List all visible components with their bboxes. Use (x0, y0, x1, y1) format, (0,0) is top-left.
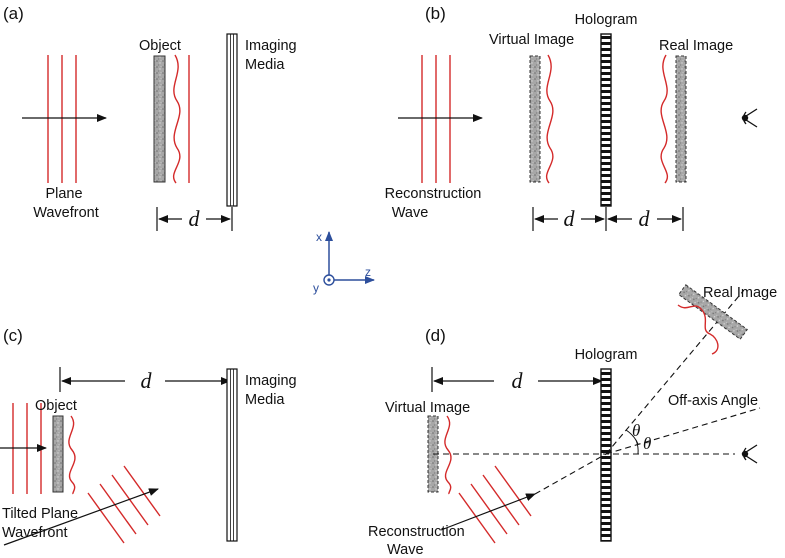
tilted-arrow (3, 488, 159, 546)
tilted-reconstruction-lines (458, 465, 532, 544)
object-wave (173, 54, 181, 184)
tilted-wavefront-lines (87, 465, 161, 544)
plane-label: Plane (45, 186, 82, 202)
distance-d-b-left: d (564, 206, 576, 231)
hologram-label: Hologram (575, 12, 638, 28)
object-plate (153, 55, 166, 183)
virtual-image-plate (529, 55, 541, 183)
object-plate-c (52, 415, 64, 493)
media-label-c: Media (245, 392, 285, 408)
axis-x-label: x (316, 230, 322, 244)
distance-marker-b (532, 207, 684, 231)
tilted-plane-label: Tilted Plane (2, 506, 78, 522)
eye-icon (741, 108, 758, 128)
distance-d-b-right: d (639, 206, 651, 231)
panel-b-label: (b) (425, 4, 446, 23)
real-image-label: Real Image (659, 38, 733, 54)
virtual-image-label: Virtual Image (489, 32, 574, 48)
axis-z-label: z (365, 265, 371, 279)
object-label: Object (139, 38, 181, 54)
hologram-plate (600, 33, 612, 207)
wave-label: Wave (392, 205, 429, 221)
distance-d-d: d (512, 368, 524, 393)
virtual-wave-d (444, 415, 452, 495)
reconstruction-arrow-d (440, 493, 536, 531)
real-image-plate (675, 55, 687, 183)
tilted-wavefront-label: Wavefront (2, 525, 68, 541)
reconstruction-wavefront-lines (421, 55, 451, 183)
media-label: Media (245, 57, 285, 73)
distance-marker-a (156, 207, 233, 231)
panel-d-label: (d) (425, 326, 446, 345)
object-label-c: Object (35, 398, 77, 414)
theta-lower: θ (643, 434, 651, 453)
distance-marker-c (59, 367, 231, 392)
off-axis-direction (605, 407, 761, 455)
axis-y-label: y (313, 281, 319, 295)
real-image-direction (605, 289, 745, 455)
real-wave-d (677, 304, 719, 355)
angle-arc-upper (625, 429, 639, 445)
coordinate-axes: x z y (313, 230, 375, 295)
distance-d-a: d (189, 206, 201, 231)
imaging-label: Imaging (245, 38, 297, 54)
panel-d: (d) d Hologram Virtual Image θ θ Off-axi… (368, 284, 777, 558)
eye-icon-d (741, 444, 758, 464)
object-wave-c (68, 415, 76, 495)
reconstruction-extension (534, 453, 607, 495)
reconstruction-label: Reconstruction (385, 186, 482, 202)
hologram-plate-d (600, 368, 612, 542)
hologram-label-d: Hologram (575, 347, 638, 363)
imaging-media (226, 33, 238, 207)
reconstruction-label-d: Reconstruction (368, 524, 465, 540)
real-wave (660, 54, 668, 184)
panel-c-label: (c) (3, 326, 23, 345)
real-image-label-d: Real Image (703, 285, 777, 301)
wave-label-d: Wave (387, 542, 424, 558)
panel-a-label: (a) (3, 4, 24, 23)
off-axis-angle-label: Off-axis Angle (668, 393, 758, 409)
virtual-image-label-d: Virtual Image (385, 400, 470, 416)
distance-marker-d (431, 367, 603, 392)
wavefront-label: Wavefront (33, 205, 99, 221)
theta-upper: θ (632, 421, 640, 440)
angle-arc-lower (635, 439, 639, 455)
panel-b: (b) Reconstruction Wave Virtual Image Ho… (385, 4, 758, 231)
panel-c: (c) d Object Tilted Plane Wavefront (0, 326, 297, 546)
virtual-wave (546, 54, 554, 184)
distance-d-c: d (141, 368, 153, 393)
imaging-label-c: Imaging (245, 373, 297, 389)
imaging-media-c (226, 368, 238, 542)
plane-wavefront-lines (47, 55, 77, 183)
panel-a: (a) Plane Wavefront Object Imaging Media… (3, 4, 297, 231)
